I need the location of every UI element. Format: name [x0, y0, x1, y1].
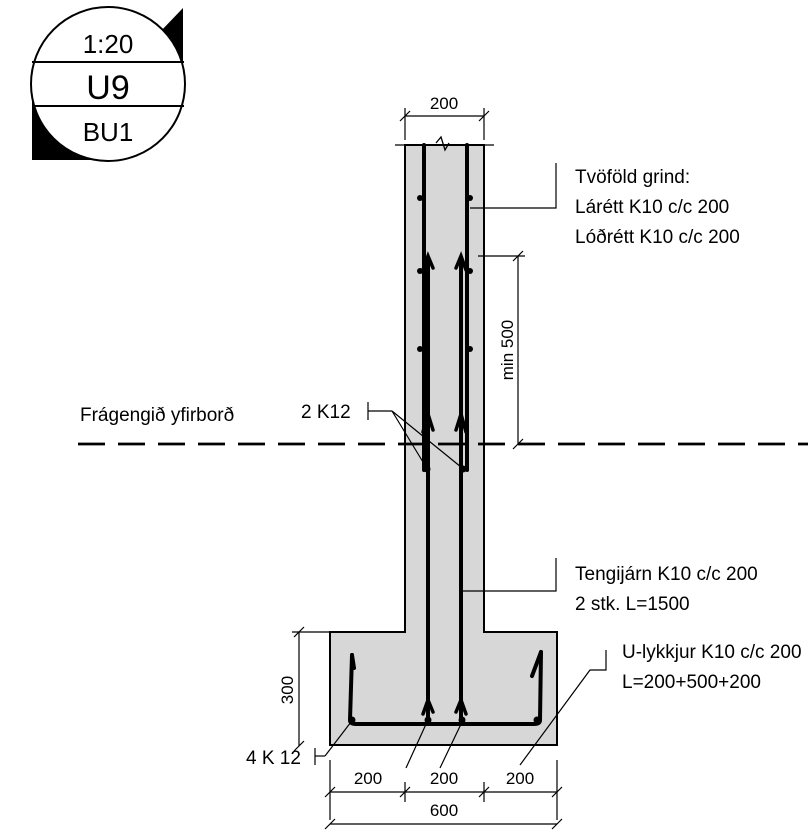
leader-tie-bars: [462, 558, 557, 592]
dim-footing-height-value: 300: [278, 676, 297, 704]
dim-bottom-middle-value: 200: [430, 769, 458, 788]
starter-hook-left-bot: [421, 695, 435, 716]
dim-bottom-segments: [324, 760, 563, 820]
note-4k12: 4 K 12: [246, 748, 301, 769]
stamp-circle: [30, 6, 186, 162]
starter-hook-right-top: [454, 251, 468, 272]
starter-hook-right-mid: [454, 407, 468, 434]
dim-wall-width-value: 200: [430, 94, 458, 113]
starter-hook-left-top: [421, 251, 435, 272]
starter-hook-right-bot: [454, 695, 468, 716]
note-tie-line2: 2 stk. L=1500: [575, 594, 690, 615]
dim-footing-height: [292, 626, 330, 752]
note-grid-line1: Tvöföld grind:: [575, 167, 690, 188]
drawing-stamp: 1:20 U9 BU1: [30, 6, 186, 162]
bar-dots: [348, 195, 541, 724]
leader-u-bars: [519, 650, 607, 766]
break-symbol: [435, 135, 450, 152]
u-bar-hook-left: [350, 653, 356, 670]
stamp-sheet: U9: [86, 69, 129, 107]
starter-hook-left-mid: [421, 407, 435, 434]
dim-footing-width: [324, 818, 563, 830]
note-2k12: 2 K12: [301, 402, 351, 423]
dim-footing-width-value: 600: [430, 801, 458, 820]
leader-4k12: [314, 721, 463, 769]
note-u-line2: L=200+500+200: [622, 672, 761, 693]
dim-bottom-left-value: 200: [354, 769, 382, 788]
note-grid-line3: Lóðrétt K10 c/c 200: [575, 227, 740, 248]
dim-bottom-right-value: 200: [506, 769, 534, 788]
dim-wall-width: [399, 108, 490, 140]
note-u-line1: U-lykkjur K10 c/c 200: [622, 642, 802, 663]
dim-min-overlap: [478, 250, 525, 450]
stamp-scale: 1:20: [83, 29, 134, 59]
leader-2k12: [367, 402, 462, 468]
note-tie-line1: Tengijárn K10 c/c 200: [575, 564, 758, 585]
leader-grid: [470, 163, 557, 209]
ground-surface-label: Frágengið yfirborð: [80, 405, 234, 426]
stamp-reference: BU1: [83, 117, 134, 147]
u-bar-hook-right: [530, 650, 543, 678]
dim-min-overlap-value: min 500: [498, 320, 517, 380]
note-grid-line2: Lárétt K10 c/c 200: [575, 197, 729, 218]
